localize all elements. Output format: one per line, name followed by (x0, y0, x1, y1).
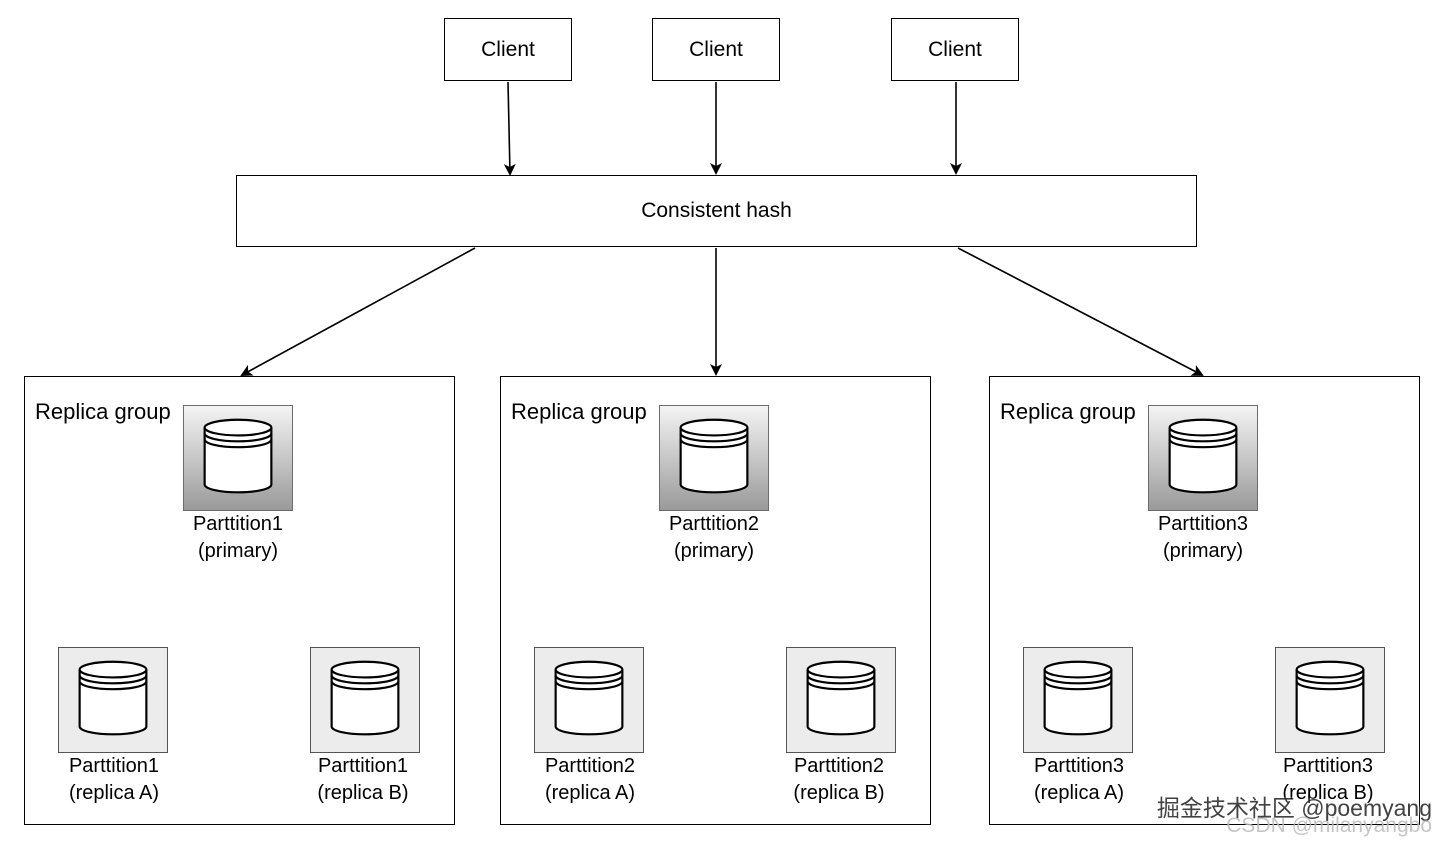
consistent-hash-label: Consistent hash (641, 199, 792, 222)
database-icon-replica-1a (58, 647, 168, 753)
replica-caption-2a: Parttition2 (replica A) (515, 753, 665, 807)
database-icon-replica-2b (786, 647, 896, 753)
partition-role: (replica A) (68, 782, 160, 804)
primary-caption-1: Parttition1 (primary) (163, 511, 313, 565)
arrow-hash-to-group1 (240, 247, 476, 376)
partition-role: (replica B) (793, 782, 885, 804)
database-icon-primary-2 (659, 405, 769, 511)
replica-caption-3b: Parttition3 (replica B) (1253, 753, 1403, 807)
partition-role: (replica A) (544, 782, 636, 804)
database-icon-replica-1b (310, 647, 420, 753)
replica-group-label: Replica group (511, 399, 647, 424)
replica-caption-1b: Parttition1 (replica B) (288, 753, 438, 807)
partition-role: (primary) (1163, 540, 1243, 562)
database-icon-replica-3a (1023, 647, 1133, 753)
client-box-2: Client (652, 18, 780, 81)
client-box-3: Client (891, 18, 1019, 81)
partition-role: (primary) (674, 540, 754, 562)
partition-name: Parttition1 (68, 755, 160, 777)
partition-role: (replica B) (317, 782, 409, 804)
partition-name: Parttition1 (317, 755, 409, 777)
primary-caption-2: Parttition2 (primary) (639, 511, 789, 565)
primary-caption-3: Parttition3 (primary) (1128, 511, 1278, 565)
partition-role: (primary) (198, 540, 278, 562)
database-icon-replica-3b (1275, 647, 1385, 753)
replica-caption-3a: Parttition3 (replica A) (1004, 753, 1154, 807)
partition-name: Parttition3 (1033, 755, 1125, 777)
database-icon-replica-2a (534, 647, 644, 753)
partition-name: Parttition2 (668, 513, 760, 535)
replica-caption-2b: Parttition2 (replica B) (764, 753, 914, 807)
arrow-client1-to-hash (503, 81, 516, 176)
arrow-hash-to-group3 (957, 247, 1204, 376)
replica-group-label: Replica group (1000, 399, 1136, 424)
watermark-line-1: 掘金技术社区 @poemyang (1156, 795, 1432, 821)
partition-role: (replica B) (1282, 782, 1374, 804)
partition-role: (replica A) (1033, 782, 1125, 804)
partition-name: Parttition2 (793, 755, 885, 777)
client-label: Client (689, 37, 743, 61)
partition-name: Parttition3 (1282, 755, 1374, 777)
replica-caption-1a: Parttition1 (replica A) (39, 753, 189, 807)
watermark-line-2: CSDN @milanyangbo (1226, 814, 1432, 837)
partition-name: Parttition2 (544, 755, 636, 777)
client-box-1: Client (444, 18, 572, 81)
client-label: Client (481, 37, 535, 61)
partition-name: Parttition1 (192, 513, 284, 535)
database-icon-primary-3 (1148, 405, 1258, 511)
replica-group-label: Replica group (35, 399, 171, 424)
partition-name: Parttition3 (1157, 513, 1249, 535)
client-label: Client (928, 37, 982, 61)
database-icon-primary-1 (183, 405, 293, 511)
watermark: 掘金技术社区 @poemyang CSDN @milanyangbo (1156, 795, 1432, 837)
consistent-hash-box: Consistent hash (236, 175, 1197, 247)
